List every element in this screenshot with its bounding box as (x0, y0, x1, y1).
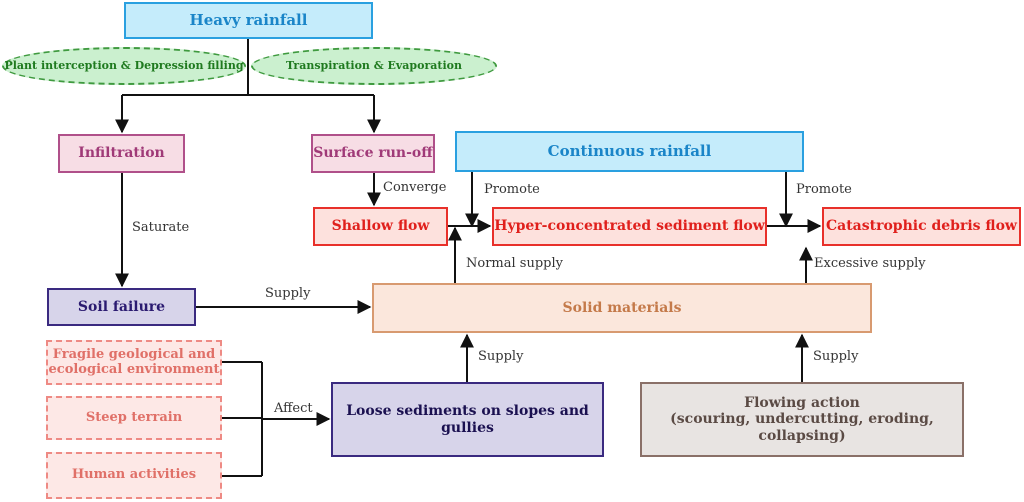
node-plant-interception: Plant interception & Depression filling (2, 47, 246, 85)
edge-label-affect: Affect (274, 401, 313, 416)
node-flowing-action-detail: (scouring, undercutting, eroding, collap… (670, 411, 934, 444)
edge-label-supply-loose: Supply (478, 349, 524, 364)
node-plant-interception-label: Plant interception & Depression filling (4, 58, 244, 72)
node-human-activities-label: Human activities (71, 467, 197, 483)
node-fragile-environment-label: Fragile geological and ecological enviro… (48, 346, 220, 377)
node-continuous-rainfall: Continuous rainfall (455, 131, 804, 172)
node-heavy-rainfall: Heavy rainfall (124, 2, 373, 39)
node-catastrophic-debris-flow: Catastrophic debris flow (822, 207, 1021, 246)
edge-label-supply-flowing: Supply (813, 349, 859, 364)
node-continuous-rainfall-label: Continuous rainfall (547, 141, 712, 160)
edge-label-saturate: Saturate (132, 220, 190, 235)
edge-label-supply-soil: Supply (265, 286, 311, 301)
edge-label-converge: Converge (383, 180, 447, 195)
edge-label-excessive-supply: Excessive supply (814, 256, 926, 271)
edge-label-promote-1: Promote (484, 182, 540, 197)
node-infiltration-label: Infiltration (78, 145, 165, 162)
node-transpiration-label: Transpiration & Evaporation (286, 58, 462, 72)
node-loose-sediments-label: Loose sediments on slopes and gullies (346, 403, 589, 436)
node-hyper-concentrated-flow-label: Hyper-concentrated sediment flow (494, 218, 765, 235)
node-hyper-concentrated-flow: Hyper-concentrated sediment flow (492, 207, 767, 246)
node-flowing-action-label: Flowing action (744, 395, 860, 412)
node-human-activities: Human activities (46, 452, 222, 499)
node-soil-failure-label: Soil failure (77, 298, 166, 315)
node-heavy-rainfall-label: Heavy rainfall (189, 10, 308, 29)
node-infiltration: Infiltration (58, 134, 185, 173)
node-solid-materials: Solid materials (372, 283, 872, 333)
node-catastrophic-debris-flow-label: Catastrophic debris flow (825, 218, 1017, 235)
edge-label-promote-2: Promote (796, 182, 852, 197)
node-solid-materials-label: Solid materials (562, 299, 682, 316)
node-transpiration: Transpiration & Evaporation (251, 47, 497, 85)
node-surface-runoff-label: Surface run-off (313, 145, 433, 162)
node-shallow-flow-label: Shallow flow (331, 218, 430, 235)
node-surface-runoff: Surface run-off (311, 134, 435, 173)
node-steep-terrain-label: Steep terrain (85, 409, 183, 425)
node-soil-failure: Soil failure (47, 288, 196, 326)
node-steep-terrain: Steep terrain (46, 396, 222, 440)
node-loose-sediments: Loose sediments on slopes and gullies (331, 382, 604, 457)
node-shallow-flow: Shallow flow (313, 207, 448, 246)
edge-label-normal-supply: Normal supply (466, 256, 563, 271)
node-fragile-environment: Fragile geological and ecological enviro… (46, 340, 222, 385)
node-flowing-action: Flowing action (scouring, undercutting, … (640, 382, 964, 457)
